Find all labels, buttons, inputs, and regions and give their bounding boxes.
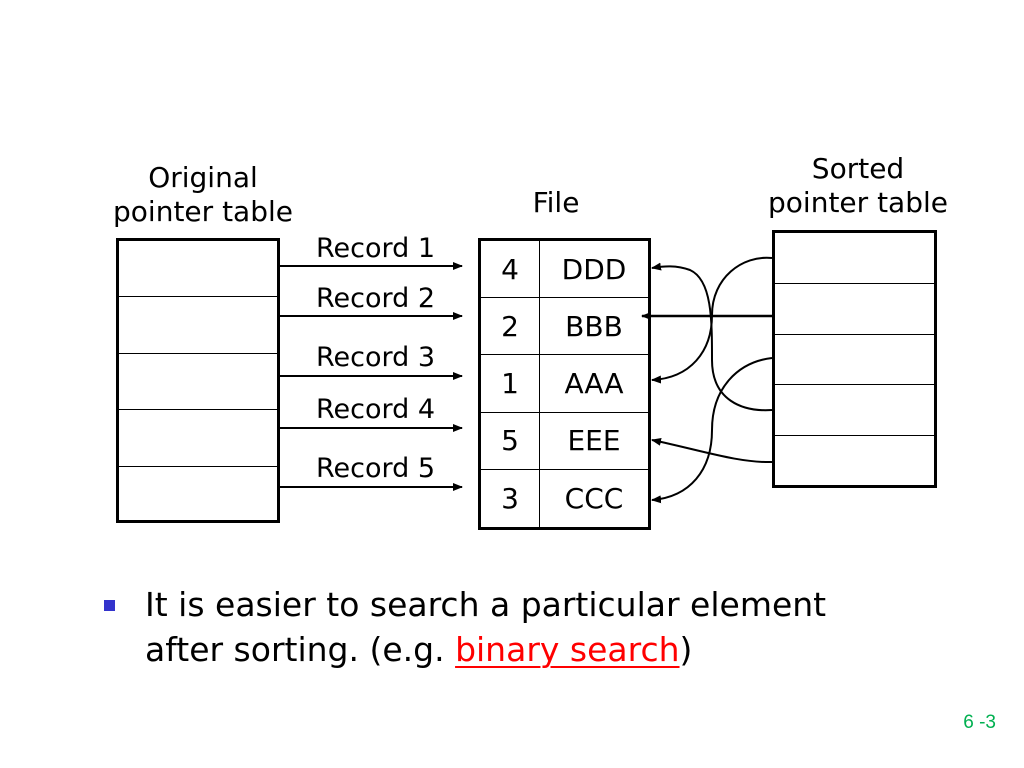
file-value-cell: BBB [540, 298, 648, 356]
file-table: 4 DDD 2 BBB 1 AAA 5 EEE 3 CCC [478, 238, 651, 530]
record-label-4: Record 4 [316, 394, 436, 425]
bullet-text-before: It is easier to search a particular elem… [145, 585, 827, 669]
sorted-arrow-5 [651, 437, 773, 464]
sorted-title-line2: pointer table [768, 186, 948, 219]
page-number: 6 -3 [963, 712, 996, 733]
original-pointer-table [116, 238, 280, 523]
file-value-cell: CCC [564, 481, 624, 515]
original-pointer-slot [119, 241, 277, 298]
file-value-cell: DDD [540, 241, 648, 299]
file-title: File [532, 186, 580, 219]
bullet-highlight: binary search [455, 630, 680, 669]
record-label-2: Record 2 [316, 283, 436, 314]
sorted-arrow-4 [651, 262, 773, 412]
sorted-pointer-table [772, 230, 937, 488]
sorted-pointer-slot [775, 284, 934, 335]
sorted-arrow-1 [651, 256, 773, 384]
original-pointer-slot [119, 354, 277, 411]
bullet-square-icon [104, 600, 115, 611]
bullet-text-after: ) [679, 630, 693, 669]
sorted-pointer-slot [775, 385, 934, 437]
file-key-cell: 3 [481, 469, 540, 527]
original-pointer-slot [119, 297, 277, 354]
record-label-5: Record 5 [316, 453, 436, 484]
file-key-cell: 5 [481, 412, 540, 470]
file-key-cell: 2 [481, 298, 540, 356]
sorted-pointer-slot [775, 335, 934, 386]
file-key-cell: 1 [481, 355, 540, 413]
original-pointer-table-title: Original pointer table [100, 161, 306, 229]
file-key-cell: 4 [481, 241, 540, 299]
bullet-text: It is easier to search a particular elem… [145, 582, 905, 672]
sorted-title-line1: Sorted [811, 152, 905, 185]
file-value-cell: EEE [540, 413, 648, 470]
sorted-pointer-slot [775, 436, 934, 487]
sorted-arrow-3 [651, 357, 773, 504]
original-pointer-slot [119, 410, 277, 467]
original-title-line2: pointer table [113, 195, 293, 228]
sorted-pointer-table-title: Sorted pointer table [760, 152, 956, 220]
file-value-cell: AAA [540, 355, 648, 413]
original-title-line1: Original [148, 161, 258, 194]
record-label-3: Record 3 [316, 342, 436, 373]
sorted-pointer-slot [775, 233, 934, 284]
original-pointer-slot [119, 467, 277, 523]
record-label-1: Record 1 [316, 233, 436, 264]
